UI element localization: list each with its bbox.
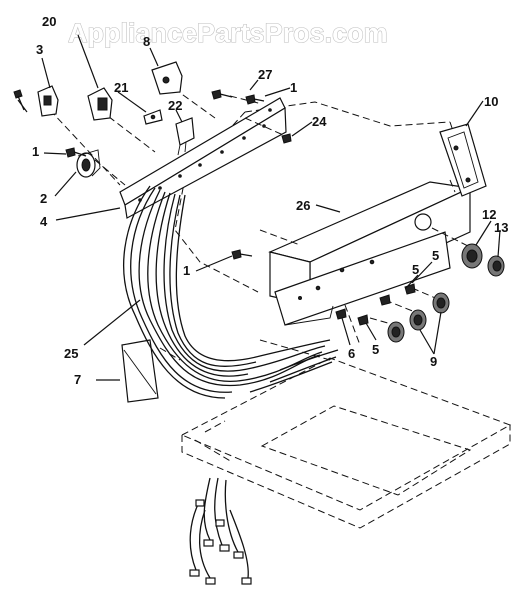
callout-22: 22 (168, 98, 182, 113)
wire-harness (123, 185, 339, 399)
callout-1-mid: 1 (183, 263, 190, 278)
part-9-knobs (387, 292, 450, 343)
callout-20: 20 (42, 14, 56, 29)
callout-4: 4 (40, 214, 48, 229)
callout-12: 12 (482, 207, 496, 222)
part-6-screw (335, 308, 347, 320)
callout-1-left: 1 (32, 144, 39, 159)
part-3-switch-bracket (37, 85, 59, 117)
callout-21: 21 (114, 80, 128, 95)
cabinet-top-outline (180, 357, 512, 529)
callout-1-top: 1 (290, 80, 297, 95)
callout-5-upper: 5 (432, 248, 439, 263)
callout-13: 13 (494, 220, 508, 235)
callout-6: 6 (348, 346, 355, 361)
part-22-connector (175, 117, 195, 156)
callout-5-lower: 5 (372, 342, 379, 357)
callout-25: 25 (64, 346, 78, 361)
callout-7: 7 (74, 372, 81, 387)
callout-9: 9 (430, 354, 437, 369)
callout-27: 27 (258, 67, 272, 82)
callout-3: 3 (36, 42, 43, 57)
part-2-timer-knob-assembly (76, 149, 101, 178)
part-8-clip (151, 61, 183, 95)
part-7-insulation-pad (121, 339, 159, 403)
callout-leaders (17, 34, 501, 381)
callout-8: 8 (143, 34, 150, 49)
callout-labels: 20 3 8 21 22 27 1 24 1 2 4 26 10 12 13 1… (32, 14, 508, 387)
lower-harness-connectors (189, 477, 252, 585)
callout-5-middle: 5 (412, 262, 419, 277)
callout-10: 10 (484, 94, 498, 109)
control-bracket (119, 97, 287, 219)
part-20-switch (87, 87, 113, 121)
screws (13, 89, 292, 260)
callout-2: 2 (40, 191, 47, 206)
callout-26: 26 (296, 198, 310, 213)
console-panel (268, 181, 473, 326)
callout-24: 24 (312, 114, 327, 129)
part-13-knob-cap (487, 255, 505, 277)
part-12-knob (461, 243, 483, 269)
watermark-text: AppliancePartsPros.com (68, 18, 388, 48)
part-21-plate (143, 109, 163, 125)
part-10-end-cap (439, 123, 487, 197)
